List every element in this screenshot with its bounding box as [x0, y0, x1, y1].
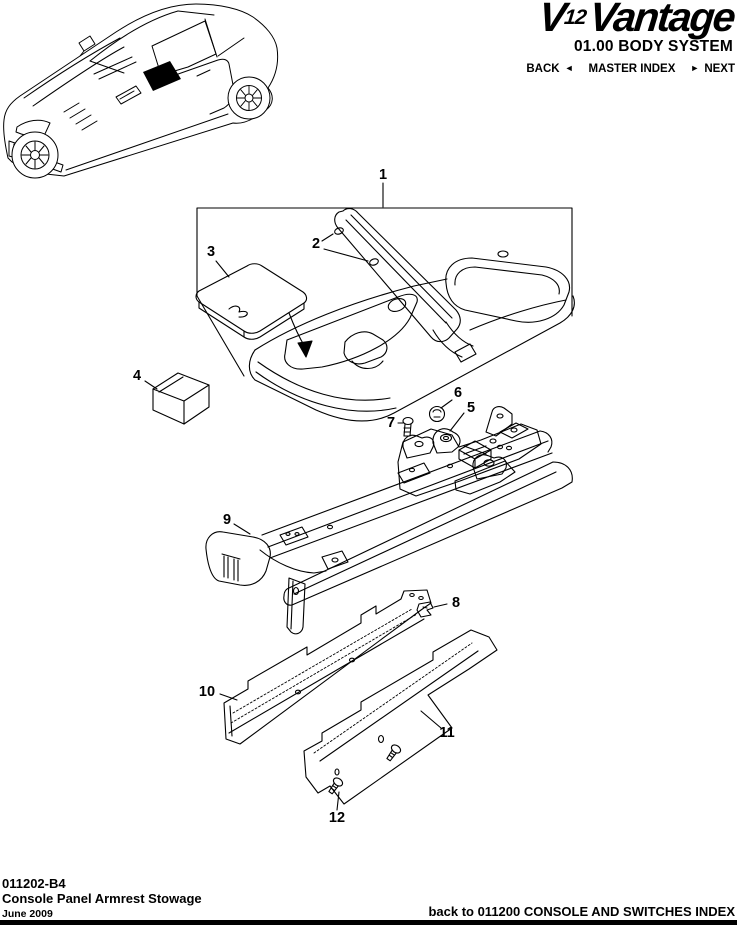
- callout-11: 11: [439, 724, 455, 741]
- bumper-parts: [321, 227, 379, 266]
- frame-part: [205, 430, 573, 635]
- callout-3: 3: [206, 243, 216, 260]
- closeout-panel-right-part: [303, 629, 498, 805]
- back-arrow-icon[interactable]: ◄: [564, 63, 574, 73]
- console-body-part: [248, 250, 575, 422]
- document-code: 011202-B4: [2, 876, 66, 891]
- back-to-index-link[interactable]: back to 011200 CONSOLE AND SWITCHES INDE…: [428, 904, 735, 919]
- callout-2: 2: [311, 235, 321, 252]
- logo-v: V: [536, 0, 568, 40]
- next-link[interactable]: NEXT: [704, 63, 735, 75]
- callout-5: 5: [466, 399, 476, 416]
- latch-plate-part: [397, 399, 542, 497]
- logo-twelve: 12: [563, 6, 588, 29]
- screw-parts: [328, 744, 402, 811]
- document-title: Console Panel Armrest Stowage: [2, 891, 202, 907]
- callout-9: 9: [222, 511, 232, 528]
- logo-vantage: Vantage: [587, 0, 737, 40]
- document-date: June 2009: [2, 908, 53, 921]
- mat-part: [195, 260, 313, 358]
- callout-12: 12: [328, 809, 346, 826]
- v12-vantage-logo: V12Vantage: [537, 0, 737, 41]
- callout-8: 8: [451, 594, 461, 611]
- block-part: [144, 372, 210, 425]
- callout-10: 10: [198, 683, 216, 700]
- next-arrow-icon[interactable]: ►: [690, 63, 700, 73]
- closeout-panel-left-part: [219, 589, 448, 745]
- master-index-link[interactable]: MASTER INDEX: [588, 63, 676, 75]
- breadcrumb-nav: BACK ◄ MASTER INDEX ► NEXT: [526, 63, 735, 75]
- section-title: 01.00 BODY SYSTEM: [573, 38, 733, 55]
- lid-part: [334, 208, 477, 363]
- callout-6: 6: [453, 384, 463, 401]
- callout-7: 7: [386, 414, 396, 431]
- footer-document-info: 011202-B4 Console Panel Armrest Stowage …: [2, 876, 202, 920]
- car-location-illustration: [3, 3, 279, 179]
- callout-1: 1: [378, 166, 388, 183]
- back-link[interactable]: BACK: [526, 63, 560, 75]
- console-location-marker: [143, 61, 181, 91]
- bottom-bar: [0, 920, 737, 925]
- assembly-bracket: [196, 182, 573, 377]
- callout-4: 4: [132, 367, 142, 384]
